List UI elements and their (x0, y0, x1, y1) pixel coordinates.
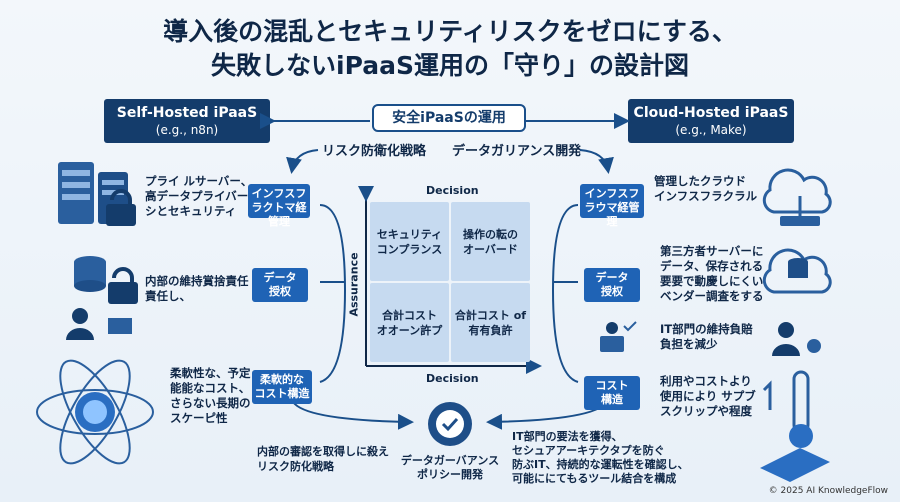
left-chip-infra: インフスフラクトマ経管理 (248, 184, 310, 228)
thermometer-icon (760, 370, 830, 482)
left-bracket (319, 204, 347, 383)
bottom-left-arrow (291, 399, 414, 430)
page-title-line2: 失敗しないiPaaS運用の「守り」の設計図 (211, 51, 689, 80)
strategy-right: データガリアンス開発 (452, 144, 582, 159)
left-desc-infra: プライ ルサーバー、 高データプライバー シとセキュリティ (145, 174, 253, 218)
left-chip-cost: 柔軟的な コスト構造 (252, 370, 312, 404)
cloud-server-icon (762, 168, 832, 226)
team-gear-icon (772, 322, 821, 356)
right-header-subtitle: (e.g., Make) (675, 123, 747, 137)
right-header-title: Cloud-Hosted iPaaS (633, 105, 789, 121)
bottom-right-text: IT部門の要法を獲得、 セシュアアーキテクタプを防ぐ 防ぶIT、持続的な運転性を… (512, 430, 689, 485)
left-header-subtitle: (e.g., n8n) (155, 123, 219, 137)
atom-icon (36, 359, 154, 465)
risk-matrix: セキュリティ コンプランス 操作の転の オーバード 合計コスト オオーン許プ 合… (370, 202, 530, 362)
left-desc-cost: 柔軟性な、予定 能能なコスト、 さらない長期の スケーピ性 (170, 366, 251, 425)
center-pill: 安全iPaaSの運用 (372, 104, 526, 132)
matrix-y-label: Assurance (347, 252, 361, 317)
right-header: Cloud-Hosted iPaaS (e.g., Make) (628, 99, 794, 143)
matrix-quadrant-operation: 操作の転の オーバード (451, 202, 530, 281)
right-desc-data: 第三方者サーバーに データ、保存される 要要で動慶しにくい ベンダー調査をする (660, 244, 764, 303)
person-check-icon (600, 321, 637, 352)
database-admin-icon (66, 256, 138, 340)
left-header-title: Self-Hosted iPaaS (116, 105, 258, 121)
right-chip-infra: インフスフラウマ経管理 (580, 184, 644, 228)
cloud-database-icon (762, 248, 832, 294)
left-curve-arrow (286, 149, 319, 174)
bottom-left-text: 内部の審認を取得しに殺え リスク防化戦略 (257, 445, 389, 473)
bottom-center-text: データガーバアンス ポリシー開発 (400, 454, 500, 481)
matrix-quadrant-security: セキュリティ コンプランス (370, 202, 449, 281)
right-chip-data: データ 授权 (584, 268, 640, 302)
matrix-bottom-label: Decision (426, 372, 479, 385)
right-desc-it: IT部門の維持負賠 負担を減少 (660, 322, 753, 351)
right-desc-infra: 管理したクラウド インフスフラクラル (654, 174, 758, 203)
copyright: © 2025 AI KnowledgeFlow (768, 486, 888, 496)
right-curve-arrow (579, 149, 614, 174)
gear-check-icon (428, 402, 472, 446)
page-title-line1: 導入後の混乱とセキュリティリスクをゼロにする、 (163, 17, 737, 46)
matrix-quadrant-cost-a: 合計コスト オオーン許プ (370, 283, 449, 362)
matrix-quadrant-cost-b: 合計コスト of 有有負許 (451, 283, 530, 362)
right-bracket (551, 204, 579, 383)
strategy-left: リスク防衛化戦略 (322, 144, 427, 159)
right-chip-cost: コスト 構造 (584, 376, 640, 410)
server-lock-icon (58, 162, 136, 226)
matrix-top-label: Decision (426, 184, 479, 197)
left-chip-data: データ 授权 (252, 268, 308, 302)
right-desc-cost: 利用やコストより 使用により サプブ スクリップや程度 (660, 374, 756, 418)
left-desc-data: 内部の維持賞捨責任 責任し、 (145, 274, 249, 303)
left-header: Self-Hosted iPaaS (e.g., n8n) (104, 99, 270, 143)
